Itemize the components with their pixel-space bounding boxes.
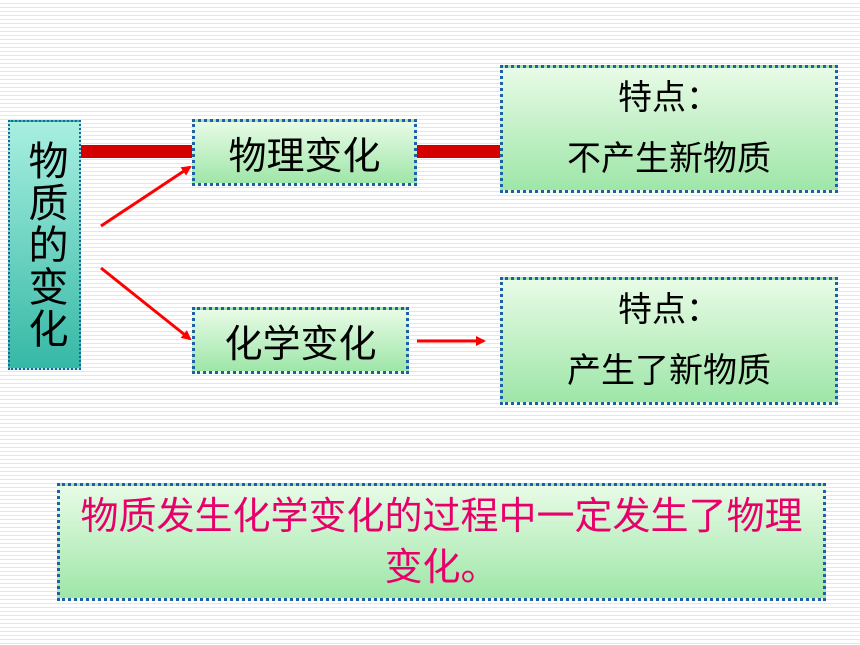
chemical-feature-title: 特点： [618,290,720,331]
root-node: 物质的变化 [8,120,81,370]
chemical-feature-text: 产生了新物质 [567,351,771,392]
physical-feature-node: 特点： 不产生新物质 [500,65,838,193]
arrow-to-physical [100,165,192,228]
chemical-change-node: 化学变化 [192,307,409,374]
physical-change-node: 物理变化 [192,119,417,186]
arrow-to-chemical [100,266,192,341]
conclusion-text: 物质发生化学变化的过程中一定发生了物理变化。 [80,493,803,589]
root-label: 物质的变化 [21,140,68,350]
chemical-change-label: 化学变化 [224,322,377,366]
chemical-feature-node: 特点： 产生了新物质 [500,277,838,405]
physical-feature-text: 不产生新物质 [567,139,771,180]
physical-feature-title: 特点： [618,78,720,119]
physical-change-label: 物理变化 [228,134,381,178]
physical-to-feature-bar [417,145,500,158]
root-to-physical-bar [81,145,192,158]
conclusion-box: 物质发生化学变化的过程中一定发生了物理变化。 [57,483,826,601]
